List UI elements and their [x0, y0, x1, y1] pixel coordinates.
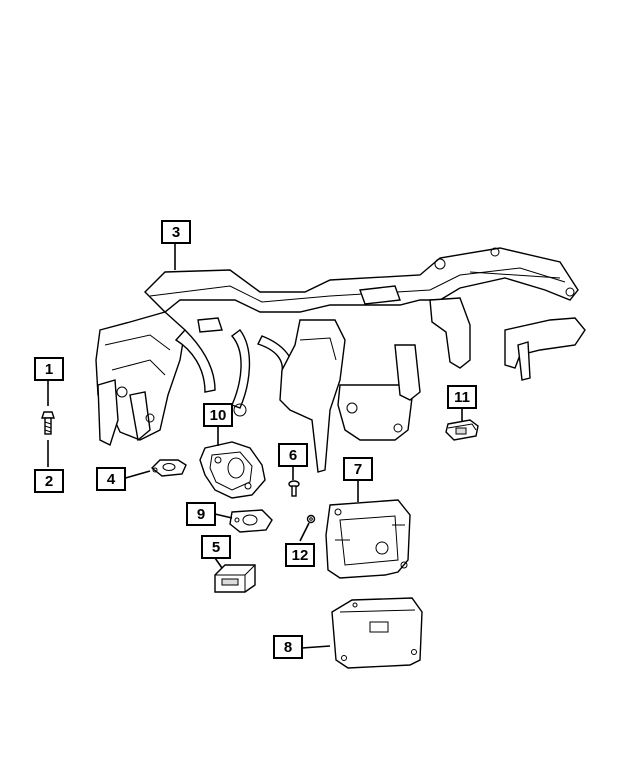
callout-1: 1 — [34, 357, 64, 381]
callout-5: 5 — [201, 535, 231, 559]
module-part-5 — [214, 564, 256, 593]
bracket-part-9 — [229, 509, 273, 533]
leader-lines — [47, 244, 463, 649]
panel-part-8 — [331, 597, 423, 669]
callout-8: 8 — [273, 635, 303, 659]
screw-part-6 — [288, 480, 300, 497]
callout-6: 6 — [278, 443, 308, 467]
callout-4: 4 — [96, 467, 126, 491]
callout-7: 7 — [343, 457, 373, 481]
bracket-part-4 — [150, 459, 187, 477]
callout-3: 3 — [161, 220, 191, 244]
callout-10: 10 — [203, 403, 233, 427]
callout-2: 2 — [34, 469, 64, 493]
bracket-plate-part-7 — [325, 499, 411, 579]
bolt-part — [41, 411, 55, 435]
callout-9: 9 — [186, 502, 216, 526]
knee-bracket-part-10 — [199, 441, 266, 499]
callout-11: 11 — [447, 385, 477, 409]
connector-part-11 — [445, 419, 479, 441]
cross-car-beam — [95, 247, 586, 473]
nut-part-12 — [306, 514, 316, 524]
callout-12: 12 — [285, 543, 315, 567]
